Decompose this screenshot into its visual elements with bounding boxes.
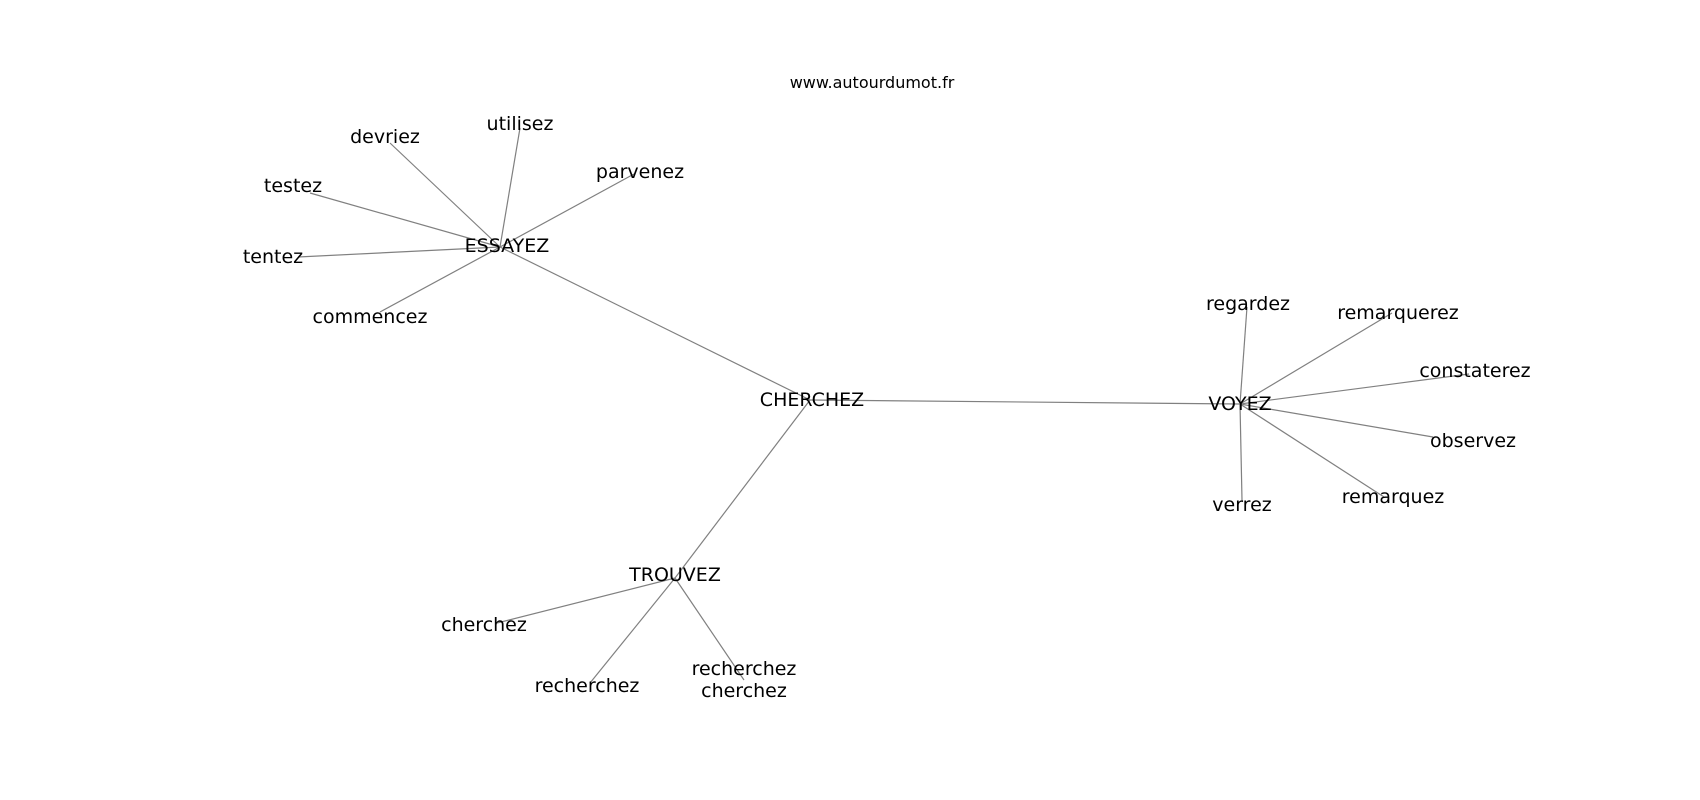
node-label-devriez: devriez (350, 126, 420, 148)
graph-edges (297, 127, 1470, 684)
edge-essayez-commencez (379, 246, 501, 313)
node-label-observez: observez (1430, 430, 1516, 452)
edge-cherchez_center-trouvez (674, 399, 811, 579)
edge-voyez-remarquez (1239, 403, 1385, 498)
edge-voyez-regardez (1239, 306, 1248, 405)
edge-trouvez-cherchez_leaf (496, 577, 676, 624)
edge-essayez-devriez (389, 142, 501, 248)
graph-labels: CHERCHEZ ESSAYEZ VOYEZ TROUVEZ devriez utilis… (243, 113, 1531, 702)
edge-trouvez-recherchez_cherchez (674, 577, 745, 681)
node-label-line: cherchez (701, 680, 787, 702)
edge-essayez-testez (309, 192, 501, 248)
edge-voyez-remarquerez (1239, 312, 1393, 405)
node-label-parvenez: parvenez (596, 161, 684, 183)
node-label-essayez: ESSAYEZ (465, 235, 550, 257)
edge-essayez-utilisez (499, 127, 521, 248)
node-label-cherchez-leaf: cherchez (441, 614, 527, 636)
edge-cherchez_center-essayez (499, 246, 811, 401)
node-label-regardez: regardez (1206, 293, 1290, 315)
node-label-constaterez: constaterez (1419, 360, 1530, 382)
node-label-line: recherchez (692, 658, 797, 680)
node-label-testez: testez (264, 175, 322, 197)
edge-cherchez_center-voyez (809, 399, 1241, 405)
node-label-tentez: tentez (243, 246, 303, 268)
source-watermark: www.autourdumot.fr (790, 73, 955, 92)
edge-voyez-observez (1239, 403, 1434, 438)
edge-voyez-constaterez (1239, 373, 1470, 405)
node-label-voyez: VOYEZ (1208, 393, 1271, 415)
node-label-recherchez: recherchez (535, 675, 640, 697)
edge-essayez-parvenez (499, 173, 635, 248)
edge-voyez-verrez (1239, 403, 1243, 501)
node-label-trouvez: TROUVEZ (628, 564, 721, 586)
node-label-commencez: commencez (313, 306, 428, 328)
edge-trouvez-recherchez (589, 577, 676, 684)
edge-essayez-tentez (297, 246, 501, 258)
node-label-remarquez: remarquez (1342, 486, 1445, 508)
node-label-verrez: verrez (1212, 494, 1271, 516)
node-label-utilisez: utilisez (487, 113, 554, 135)
node-label-remarquerez: remarquerez (1337, 302, 1459, 324)
node-label-cherchez-center: CHERCHEZ (760, 389, 864, 411)
